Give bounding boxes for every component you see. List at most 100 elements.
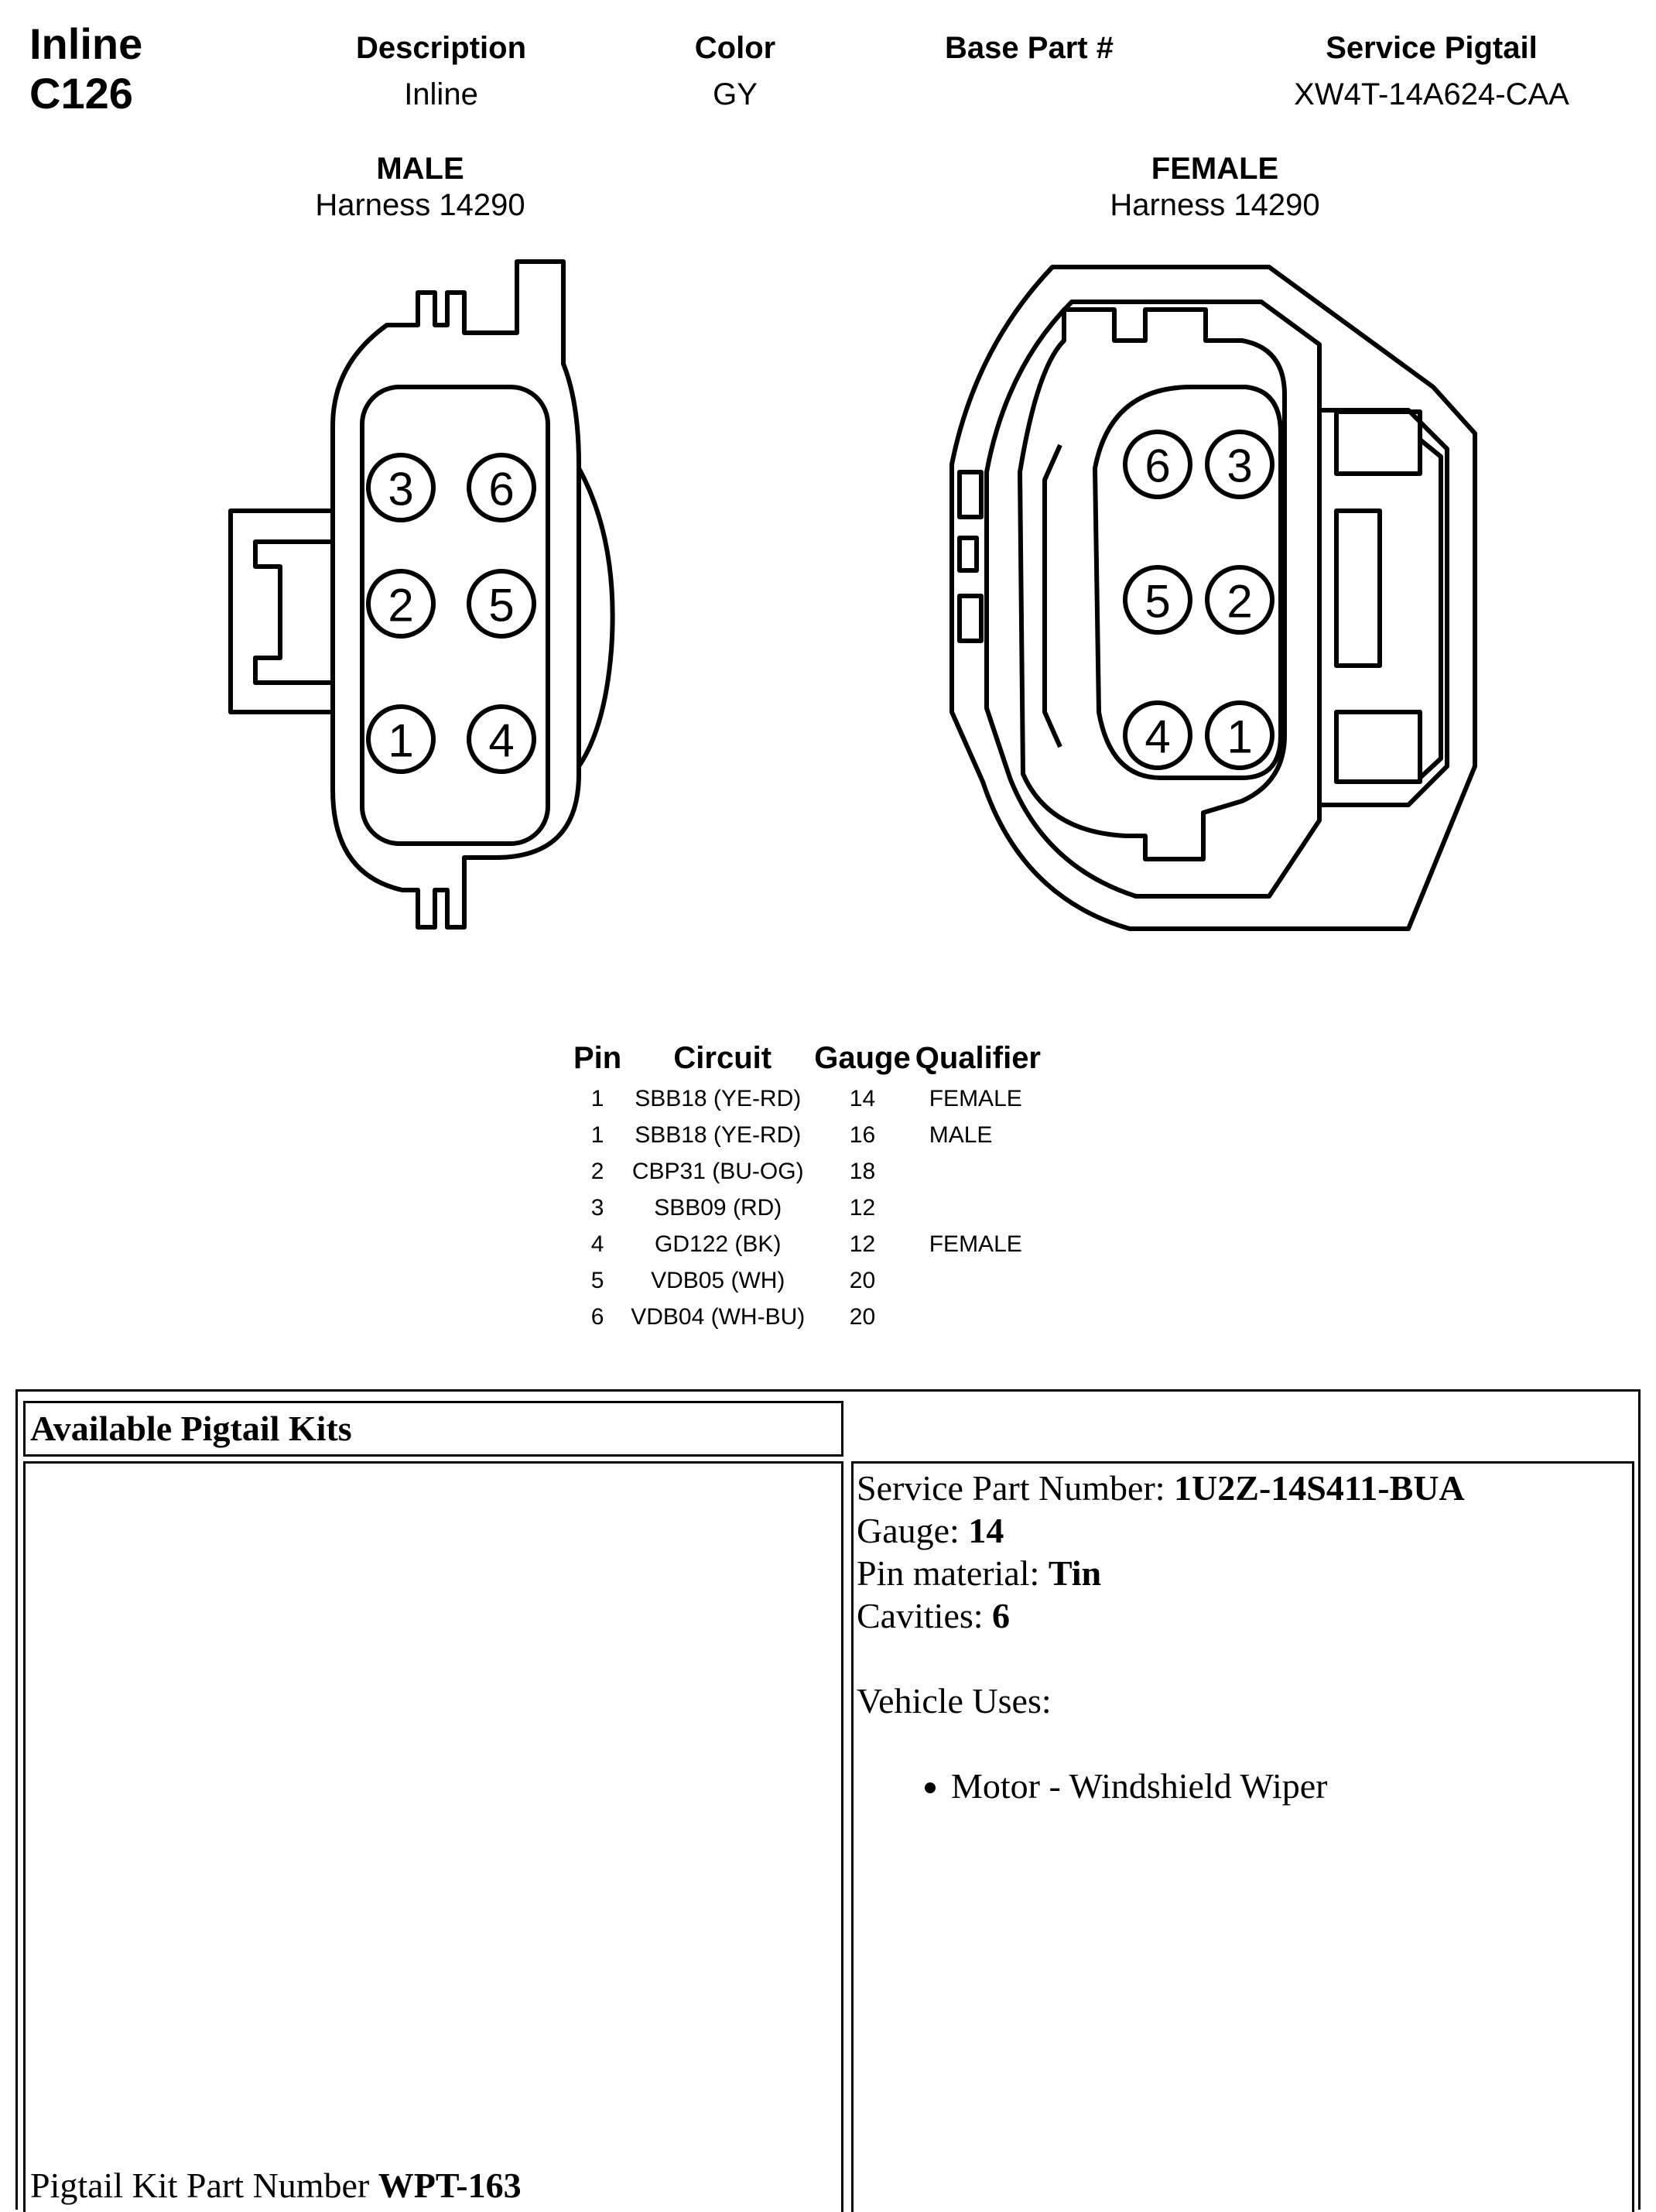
- qualifier-cell: [915, 1153, 1045, 1190]
- pin-table-header: Pin Circuit Gauge Qualifier: [569, 1041, 1045, 1080]
- gauge-value: 14: [968, 1511, 1004, 1550]
- service-part-value: 1U2Z-14S411-BUA: [1174, 1468, 1465, 1508]
- table-row: 2 CBP31 (BU-OG) 18: [569, 1153, 1045, 1190]
- female-title: FEMALE: [1151, 152, 1279, 186]
- qualifier-cell: [915, 1299, 1045, 1335]
- description-value: Inline: [404, 77, 478, 111]
- circuit-cell: CBP31 (BU-OG): [631, 1158, 804, 1184]
- gauge-cell: 14: [849, 1085, 876, 1111]
- male-pin-label: 4: [488, 715, 514, 767]
- vehicle-uses-label: Vehicle Uses:: [857, 1681, 1052, 1721]
- cavities-line: Cavities: 6: [857, 1594, 1632, 1637]
- pin-cell: 3: [590, 1194, 604, 1221]
- female-pin-6: [1123, 430, 1192, 499]
- pigtail-kits-frame: [15, 1389, 1641, 2210]
- pigtail-kit-part-number: Pigtail Kit Part Number WPT-163: [30, 2164, 522, 2207]
- female-pin-label: 4: [1144, 711, 1170, 763]
- female-pin-2: [1205, 565, 1275, 635]
- pigtail-kits-heading: Available Pigtail Kits: [30, 1409, 352, 1448]
- male-connector-diagram: 3 6 2 5 1 4: [228, 259, 615, 930]
- pin-cell: 1: [590, 1121, 604, 1148]
- base-part-header: Base Part #: [945, 31, 1114, 65]
- qualifier-cell: MALE: [929, 1121, 993, 1148]
- table-row: 3 SBB09 (RD) 12: [569, 1190, 1045, 1226]
- male-pin-1: [366, 704, 436, 774]
- gauge-cell: 20: [849, 1303, 876, 1330]
- pin-table: Pin Circuit Gauge Qualifier 1 SBB18 (YE-…: [569, 1041, 1045, 1335]
- circuit-cell: SBB18 (YE-RD): [635, 1085, 802, 1111]
- table-row: 6 VDB04 (WH-BU) 20: [569, 1299, 1045, 1335]
- female-pin-label: 2: [1227, 576, 1252, 628]
- color-value: GY: [713, 77, 758, 111]
- male-pin-label: 1: [388, 715, 413, 767]
- gauge-cell: 12: [849, 1231, 876, 1257]
- qualifier-cell: [915, 1190, 1045, 1226]
- male-pin-5: [467, 569, 536, 639]
- gauge-column-header: Gauge: [814, 1041, 911, 1075]
- pin-column-header: Pin: [573, 1041, 622, 1075]
- circuit-cell: SBB09 (RD): [654, 1194, 782, 1221]
- description-header: Description: [355, 31, 527, 65]
- male-pin-label: 6: [488, 464, 514, 515]
- table-row: 1 SBB18 (YE-RD) 16 MALE: [569, 1117, 1045, 1153]
- male-title: MALE: [376, 152, 464, 186]
- female-pin-cavities: [1123, 430, 1275, 770]
- male-pin-6: [467, 453, 536, 522]
- pigtail-kit-number: WPT-163: [378, 2166, 522, 2205]
- female-pin-5: [1123, 565, 1192, 635]
- table-row: 4 GD122 (BK) 12 FEMALE: [569, 1226, 1045, 1262]
- gauge-line: Gauge: 14: [857, 1509, 1632, 1552]
- pigtail-kit-label: Pigtail Kit Part Number: [30, 2166, 378, 2205]
- qualifier-cell: FEMALE: [929, 1085, 1022, 1111]
- pin-cell: 5: [590, 1267, 604, 1293]
- female-pin-3: [1205, 430, 1275, 499]
- pigtail-kits-heading-empty-cell: [851, 1401, 1633, 1457]
- service-pigtail-header: Service Pigtail: [1326, 31, 1538, 65]
- pin-material-value: Tin: [1048, 1553, 1102, 1593]
- female-harness: Harness 14290: [1110, 188, 1320, 222]
- male-pin-cavities: [366, 453, 536, 774]
- qualifier-cell: FEMALE: [929, 1231, 1022, 1257]
- circuit-cell: GD122 (BK): [655, 1231, 782, 1257]
- connector-id: C126: [29, 69, 133, 118]
- qualifier-cell: [915, 1262, 1045, 1299]
- female-connector-diagram: 6 3 5 2 4 1: [949, 265, 1477, 931]
- table-row: 5 VDB05 (WH) 20: [569, 1262, 1045, 1299]
- pin-cell: 2: [590, 1158, 604, 1184]
- gauge-cell: 12: [849, 1194, 876, 1221]
- male-pin-3: [366, 453, 436, 522]
- pin-cell: 6: [590, 1303, 604, 1330]
- gauge-cell: 20: [849, 1267, 876, 1293]
- list-item: Motor - Windshield Wiper: [951, 1765, 1632, 1807]
- pigtail-kit-details-cell: Service Part Number: 1U2Z-14S411-BUA Gau…: [851, 1461, 1634, 2212]
- male-harness: Harness 14290: [315, 188, 525, 222]
- female-pin-label: 3: [1227, 440, 1252, 492]
- cavities-value: 6: [992, 1596, 1011, 1635]
- male-pin-4: [467, 704, 536, 774]
- connector-type: Inline: [29, 19, 143, 68]
- service-part-label: Service Part Number:: [857, 1468, 1175, 1508]
- cavities-label: Cavities:: [857, 1596, 993, 1635]
- pin-material-label: Pin material:: [857, 1553, 1049, 1593]
- pin-material-line: Pin material: Tin: [857, 1552, 1632, 1594]
- male-pin-label: 5: [488, 580, 514, 632]
- pigtail-kit-image-cell: Pigtail Kit Part Number WPT-163: [23, 1461, 843, 2212]
- male-pin-label: 2: [388, 580, 413, 632]
- vehicle-uses-list: Motor - Windshield Wiper: [857, 1765, 1632, 1807]
- male-pin-label: 3: [388, 464, 413, 515]
- pigtail-kits-heading-cell: Available Pigtail Kits: [23, 1401, 843, 1457]
- table-row: 1 SBB18 (YE-RD) 14 FEMALE: [569, 1080, 1045, 1117]
- female-pin-label: 1: [1227, 711, 1252, 763]
- gauge-cell: 16: [849, 1121, 876, 1148]
- circuit-cell: VDB05 (WH): [651, 1267, 785, 1293]
- qualifier-column-header: Qualifier: [915, 1041, 1041, 1075]
- female-pin-1: [1205, 700, 1275, 770]
- pin-cell: 1: [590, 1085, 604, 1111]
- female-pin-label: 6: [1144, 440, 1170, 492]
- circuit-cell: SBB18 (YE-RD): [635, 1121, 802, 1148]
- color-header: Color: [694, 31, 776, 65]
- gauge-label: Gauge:: [857, 1511, 969, 1550]
- pin-cell: 4: [590, 1231, 604, 1257]
- gauge-cell: 18: [849, 1158, 876, 1184]
- female-pin-label: 5: [1144, 576, 1170, 628]
